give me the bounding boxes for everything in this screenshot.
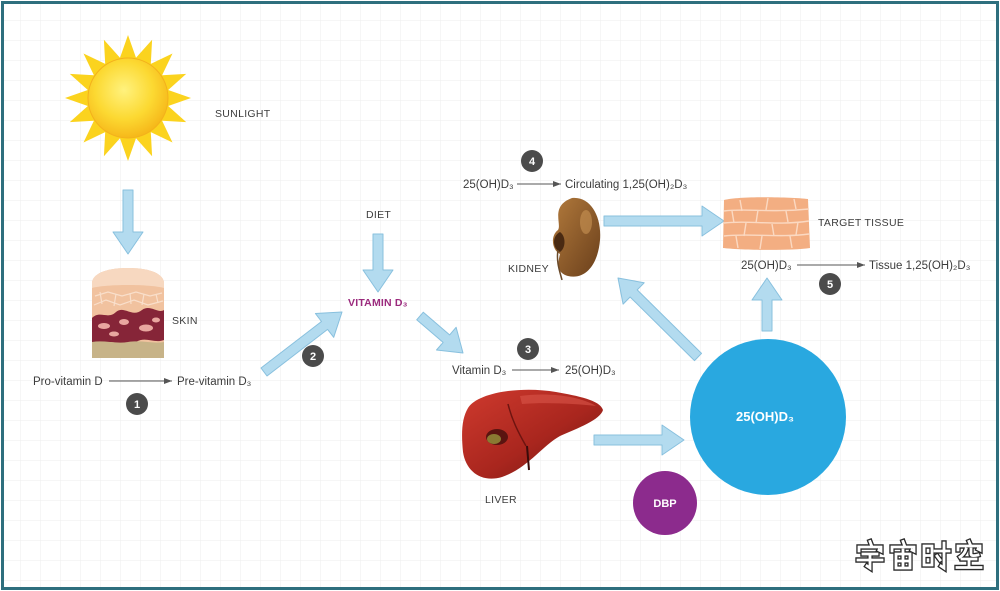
step-3-product: 25(OH)D₃	[565, 365, 616, 377]
step-1-product: Pre-vitamin D₃	[177, 376, 252, 388]
target-tissue-label: TARGET TISSUE	[818, 217, 904, 229]
step-4-badge	[521, 150, 543, 172]
arrow-sunlight-to-skin	[112, 189, 144, 255]
sunlight-label: SUNLIGHT	[215, 108, 271, 120]
step-5-product: Tissue 1,25(OH)₂D₃	[869, 260, 971, 272]
step-3-number: 3	[525, 344, 531, 356]
step-1-marker: 1	[126, 393, 148, 415]
step-4-number: 4	[529, 156, 536, 168]
step-1-number: 1	[134, 399, 140, 411]
step-3-badge	[517, 338, 539, 360]
step-1-reaction: Pro-vitamin D Pre-vitamin D₃	[33, 376, 252, 388]
liver-icon	[462, 389, 603, 479]
kidney-hilum	[554, 232, 565, 252]
kidney-highlight	[580, 210, 592, 234]
step-1-badge	[126, 393, 148, 415]
dbp-circle	[633, 471, 697, 535]
liver-label: LIVER	[485, 494, 517, 506]
arrow-circulation-to-target-tissue	[751, 277, 783, 332]
arrow-circulation-to-kidney	[617, 277, 702, 362]
step-3-reaction: Vitamin D₃ 25(OH)D₃	[452, 365, 616, 377]
arrow-liver-to-circulation	[593, 424, 685, 456]
step-4-reaction: 25(OH)D₃ Circulating 1,25(OH)₂D₃	[463, 179, 688, 191]
skin-subcutaneous-layer	[92, 341, 164, 358]
step-5-marker: 5	[819, 273, 841, 295]
step-2-marker: 2	[302, 345, 324, 367]
skin-cell-pattern	[93, 291, 164, 307]
step-5-badge	[819, 273, 841, 295]
step-5-number: 5	[827, 279, 833, 291]
watermark-char-2	[892, 542, 914, 569]
step-4-product: Circulating 1,25(OH)₂D₃	[565, 179, 688, 191]
gallbladder	[487, 434, 501, 444]
circulation-pool-circle	[690, 339, 846, 495]
dbp-label: DBP	[653, 498, 676, 510]
target-tissue-icon	[723, 197, 810, 250]
step-4-marker: 4	[521, 150, 543, 172]
sun-icon	[65, 35, 191, 161]
step-1-substrate: Pro-vitamin D	[33, 376, 103, 388]
liver-highlight	[520, 394, 596, 406]
circulation-pool-label: 25(OH)D₃	[736, 409, 794, 424]
circulating-25ohd3-pool: 25(OH)D₃	[690, 339, 846, 495]
step-3-substrate: Vitamin D₃	[452, 365, 507, 377]
skin-dermis-highlights	[98, 317, 160, 337]
skin-label: SKIN	[172, 315, 198, 327]
hepatic-vessel	[526, 445, 530, 471]
arrow-vitamin-d3-to-liver	[416, 311, 464, 354]
step-2-number: 2	[310, 351, 316, 363]
step-4-substrate: 25(OH)D₃	[463, 179, 514, 191]
ureter	[556, 249, 563, 281]
arrow-diet-to-vitamin-d3	[362, 233, 394, 293]
skin-surface-layer	[92, 268, 164, 288]
kidney-label: KIDNEY	[508, 263, 549, 275]
step-5-reaction: 25(OH)D₃ Tissue 1,25(OH)₂D₃	[741, 260, 971, 272]
arrow-skin-to-vitamin-d3	[260, 311, 343, 377]
step-3-marker: 3	[517, 338, 539, 360]
arrow-kidney-to-target-tissue	[603, 205, 725, 237]
liver-lobe-fissure	[507, 403, 527, 447]
liver-lobes	[462, 389, 603, 479]
tissue-cell-pattern	[723, 197, 810, 250]
step-2-badge	[302, 345, 324, 367]
diet-label: DIET	[366, 209, 391, 221]
step-5-substrate: 25(OH)D₃	[741, 260, 792, 272]
skin-icon	[92, 268, 164, 358]
kidney-icon	[552, 197, 601, 281]
sun-core	[87, 57, 169, 139]
dbp-binding-protein: DBP	[633, 471, 697, 535]
vitamin-d3-label: VITAMIN D₃	[348, 297, 408, 309]
